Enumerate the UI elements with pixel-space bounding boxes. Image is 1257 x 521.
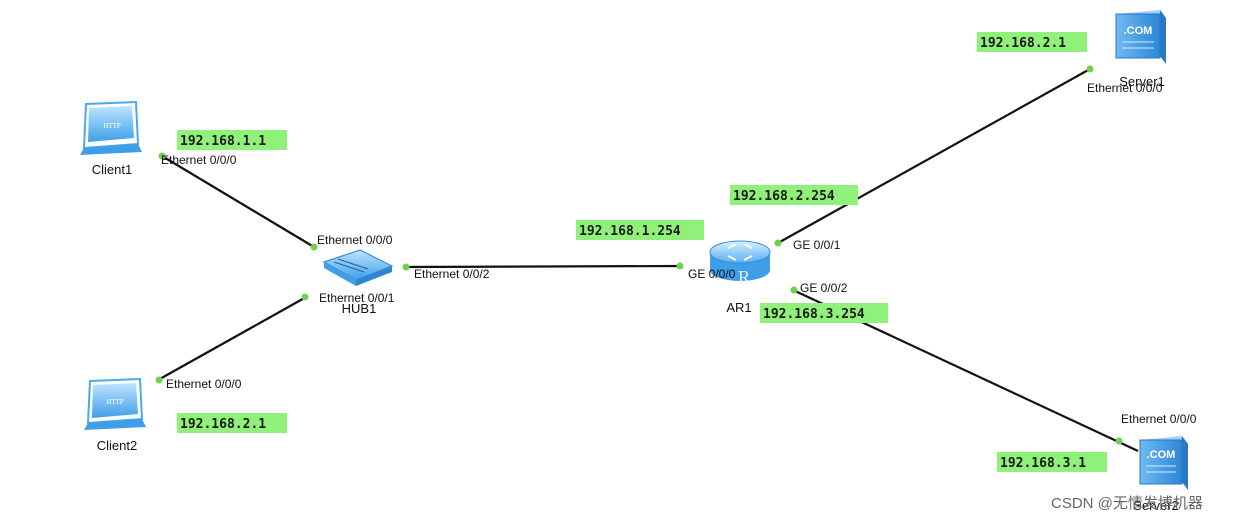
client1-screen-text: HTTP (103, 122, 121, 130)
svg-text:192.168.1.254: 192.168.1.254 (579, 224, 681, 239)
client-computer-icon: HTTP (80, 100, 142, 155)
client-computer-icon: HTTP (84, 377, 146, 430)
ip-labels: 192.168.1.1 192.168.2.1 192.168.1.254 19… (177, 32, 1107, 472)
client1-device[interactable]: HTTP Client1 (80, 100, 142, 177)
port-dot-client1 (158, 152, 166, 160)
server2-label: Server2 (1133, 498, 1179, 513)
port-dots (155, 65, 1123, 445)
svg-text:192.168.2.1: 192.168.2.1 (180, 417, 266, 432)
port-dot-ar-ge0 (676, 262, 684, 270)
svg-text:192.168.2.254: 192.168.2.254 (733, 189, 835, 204)
server-icon: .COM (1115, 10, 1166, 64)
port-label-hub-eth1: Ethernet 0/0/1 (319, 291, 395, 305)
hub1-label: HUB1 (342, 301, 377, 316)
links (157, 68, 1139, 452)
port-label-hub-eth0: Ethernet 0/0/0 (317, 233, 393, 247)
ip-label-server2: 192.168.3.1 (997, 452, 1107, 472)
server1-badge: .COM (1124, 25, 1153, 37)
ar1-device[interactable]: R AR1 (709, 240, 771, 315)
ip-label-client1: 192.168.1.1 (177, 130, 287, 150)
server1-label: Server1 (1119, 74, 1165, 89)
hub1-device[interactable]: HUB1 (322, 249, 394, 316)
port-dot-ar-ge1 (774, 239, 782, 247)
client2-label: Client2 (97, 438, 137, 453)
link-hub1-ar1[interactable] (403, 264, 681, 269)
link-ar1-server1[interactable] (777, 68, 1091, 244)
ip-label-server1: 192.168.2.1 (977, 32, 1087, 52)
svg-text:192.168.3.1: 192.168.3.1 (1000, 456, 1086, 471)
port-dot-hub-eth0 (310, 243, 318, 251)
svg-text:R: R (738, 267, 750, 287)
ip-label-client2: 192.168.2.1 (177, 413, 287, 433)
port-dot-ar-ge2 (790, 286, 798, 294)
svg-text:192.168.2.1: 192.168.2.1 (980, 36, 1066, 51)
port-label-server1: Ethernet 0/0/0 (1087, 81, 1163, 95)
port-label-client1: Ethernet 0/0/0 (161, 153, 237, 167)
server2-device[interactable]: .COM Server2 (1133, 436, 1188, 513)
client2-screen-text: HTTP (106, 398, 124, 406)
link-client2-hub1[interactable] (157, 295, 309, 381)
svg-text:192.168.3.254: 192.168.3.254 (763, 307, 865, 322)
port-dot-server1 (1086, 65, 1094, 73)
port-dot-hub-eth1 (301, 293, 309, 301)
hub-icon (322, 249, 394, 286)
client1-label: Client1 (92, 162, 132, 177)
link-client1-hub1[interactable] (161, 155, 315, 248)
svg-text:192.168.1.1: 192.168.1.1 (180, 134, 266, 149)
watermark: CSDN @无情发博机器 (1051, 495, 1203, 512)
port-label-ar-ge1: GE 0/0/1 (793, 238, 841, 252)
ar1-label: AR1 (726, 300, 751, 315)
port-label-server2: Ethernet 0/0/0 (1121, 412, 1197, 426)
port-dot-server2 (1115, 437, 1123, 445)
port-labels: Ethernet 0/0/0 Ethernet 0/0/0 Ethernet 0… (161, 81, 1197, 426)
port-dot-client2 (155, 376, 163, 384)
port-label-client2: Ethernet 0/0/0 (166, 377, 242, 391)
port-label-hub-eth2: Ethernet 0/0/2 (414, 267, 490, 281)
server2-badge: .COM (1147, 449, 1176, 461)
port-label-ar-ge0: GE 0/0/0 (688, 267, 736, 281)
client2-device[interactable]: HTTP Client2 (84, 377, 146, 453)
server-icon: .COM (1139, 436, 1188, 490)
ip-label-ar-ge0: 192.168.1.254 (576, 220, 704, 240)
port-label-ar-ge2: GE 0/0/2 (800, 281, 848, 295)
router-icon: R (709, 240, 771, 287)
server1-device[interactable]: .COM Server1 (1115, 10, 1166, 89)
ip-label-ar-ge2: 192.168.3.254 (760, 303, 888, 323)
ip-label-ar-ge1: 192.168.2.254 (730, 185, 858, 205)
port-dot-hub-eth2 (402, 263, 410, 271)
